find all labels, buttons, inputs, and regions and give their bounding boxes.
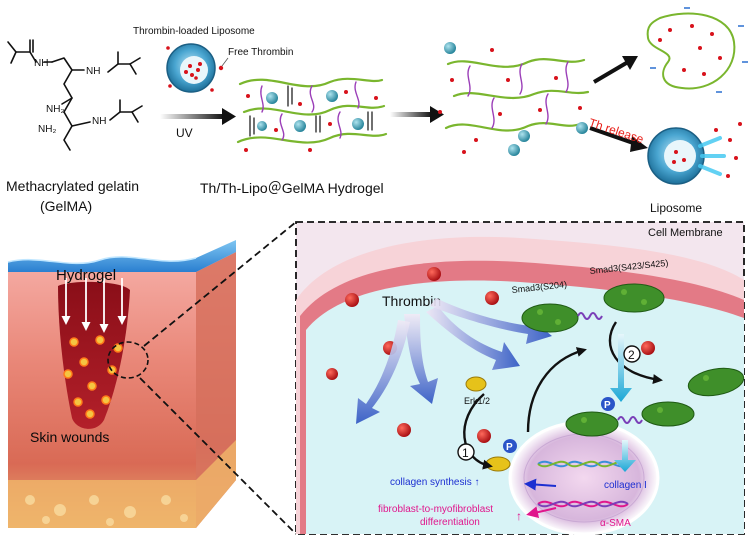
step-marker-1: 1 <box>457 443 475 461</box>
fibro-arrow <box>526 506 557 519</box>
degraded-network <box>438 42 590 156</box>
asma-label: α-SMA <box>600 518 631 529</box>
fibro-up-arrow: ↑ <box>516 509 522 523</box>
cell-panel <box>295 221 745 536</box>
smad3-proteins <box>521 283 745 437</box>
liposome-legend-icon <box>166 43 216 93</box>
uv-label: UV <box>176 126 193 140</box>
nh-label-3: NH <box>92 116 106 127</box>
skin-wounds-label: Skin wounds <box>30 429 109 445</box>
step-marker-2: 2 <box>623 345 641 363</box>
phosphate-badge-1: P <box>503 439 517 453</box>
liposome-label: Liposome <box>650 201 702 215</box>
gelma-structure <box>7 39 143 151</box>
rupture-arrow <box>592 56 638 84</box>
degradation-arrow <box>390 106 444 123</box>
nh-label-1: NH <box>34 58 48 69</box>
skin-block <box>7 240 236 528</box>
hydrogel-label: Hydrogel <box>56 267 116 284</box>
zoom-connectors <box>139 221 297 535</box>
gelma-abbrev: (GelMA) <box>40 198 92 214</box>
hydrogel-title: Th/Th-Lipo＠GelMA Hydrogel <box>200 180 384 196</box>
nh2-label-1: NH₂ <box>46 104 64 115</box>
collagen-synthesis-label: collagen synthesis ↑ <box>390 477 480 488</box>
thrombin-label: Thrombin <box>382 293 441 309</box>
releasing-liposome <box>647 122 742 185</box>
phosphate-label-1: P <box>506 442 513 453</box>
smad-translocation-arrow <box>610 334 632 402</box>
nh-label-2: NH <box>86 66 100 77</box>
phosphate-label-2: P <box>604 400 611 411</box>
pathway-arrows <box>463 321 663 470</box>
phosphate-badge-2: P <box>601 397 615 411</box>
collagen-synthesis-arrow <box>524 478 557 491</box>
step-label-1: 1 <box>462 446 469 460</box>
fibro-line2: differentiation <box>420 517 480 528</box>
free-thrombin-label: Free Thrombin <box>228 47 293 58</box>
hydrogel-network <box>236 77 388 152</box>
cell-membrane-label: Cell Membrane <box>648 227 723 239</box>
step-label-2: 2 <box>628 348 635 362</box>
nh2-label-2: NH₂ <box>38 124 56 135</box>
th-release-label: Th release <box>587 116 646 147</box>
nucleus-entry-arrow <box>614 440 636 472</box>
thrombin-arrows <box>356 298 552 424</box>
uv-arrow <box>160 108 236 125</box>
liposome-loaded-label: Thrombin-loaded Liposome <box>133 26 255 37</box>
gelma-name: Methacrylated gelatin <box>6 178 139 194</box>
fibro-line1: fibroblast-to-myofibroblast <box>378 504 493 515</box>
ruptured-liposome <box>646 7 748 93</box>
th-release-arrow <box>589 126 648 152</box>
collagen-i-label: collagen I <box>604 480 647 491</box>
